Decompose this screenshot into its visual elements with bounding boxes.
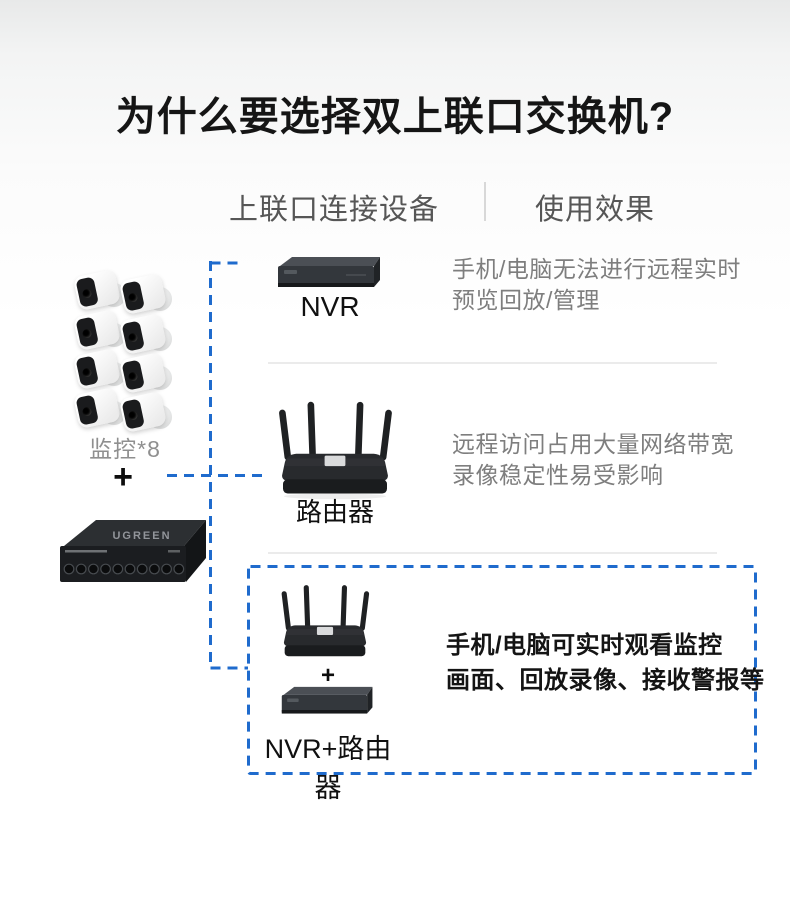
router-image (279, 401, 392, 500)
row2-device-label: 路由器 (295, 497, 374, 527)
row3-device-label: NVR+路由器 (264, 734, 392, 803)
row-divider-2 (268, 552, 717, 554)
row3-effect-line1: 手机/电脑可实时观看监控 (446, 632, 723, 659)
page-title: 为什么要选择双上联口交换机? (115, 95, 675, 139)
nvr-image-small (281, 686, 373, 714)
recommended-combo-box: + NVR+路由器 手机/电脑可实时观看监控 画面、回放录像、接收警报等 (248, 566, 764, 803)
camera-icon (118, 352, 174, 398)
column-header-devices: 上联口连接设备 (228, 194, 439, 226)
cameras-count-label: 监控*8 (89, 436, 161, 462)
row2-effect-line2: 录像稳定性易受影响 (452, 462, 664, 488)
plus-sign-left: + (113, 458, 133, 496)
row3-effect-text: 手机/电脑可实时观看监控 画面、回放录像、接收警报等 (446, 628, 765, 698)
row1-effect-line1: 手机/电脑无法进行远程实时 (452, 256, 741, 282)
row1-effect-line2: 预览回放/管理 (452, 287, 600, 313)
row1-device-label: NVR (300, 291, 360, 322)
row3-effect-line2: 画面、回放录像、接收警报等 (446, 667, 765, 694)
nvr-image (278, 257, 380, 287)
camera-icon (118, 391, 174, 437)
router-image-small (281, 585, 370, 657)
row1-effect-text: 手机/电脑无法进行远程实时 预览回放/管理 (452, 254, 741, 316)
column-header-effect: 使用效果 (534, 194, 655, 226)
header-divider (484, 182, 486, 221)
row2-effect-text: 远程访问占用大量网络带宽 录像稳定性易受影响 (452, 429, 734, 491)
row2-effect-line1: 远程访问占用大量网络带宽 (452, 431, 734, 457)
camera-icon (72, 269, 128, 315)
camera-icon (72, 309, 128, 355)
camera-icon (118, 313, 174, 359)
row-divider-1 (268, 362, 717, 364)
camera-icon (72, 348, 128, 394)
switch-brand-text: UGREEN (112, 530, 171, 542)
camera-icon (118, 273, 174, 319)
switch-image: UGREEN (60, 520, 206, 582)
plus-sign-combo: + (320, 662, 335, 689)
camera-icon (72, 387, 128, 433)
